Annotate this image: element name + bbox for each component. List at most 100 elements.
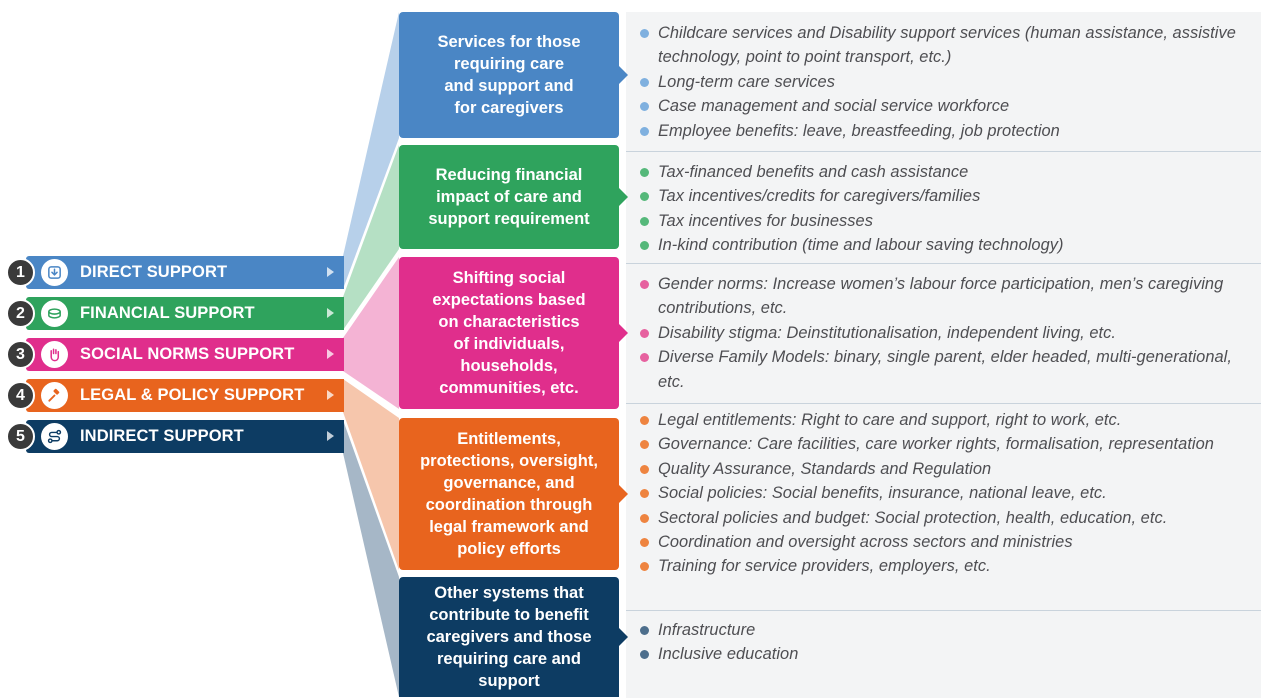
raised-hand-icon bbox=[41, 341, 68, 368]
details-social-norms: Gender norms: Increase women’s labour fo… bbox=[626, 263, 1261, 404]
connector-direct bbox=[343, 12, 399, 289]
arrow-right-icon bbox=[619, 628, 628, 646]
bullet-dot bbox=[640, 353, 649, 363]
pillar-indirect-support[interactable]: 5 INDIRECT SUPPORT bbox=[6, 420, 344, 453]
list-item: Tax-financed benefits and cash assistanc… bbox=[640, 160, 1255, 184]
pillar-label: LEGAL & POLICY SUPPORT bbox=[80, 386, 305, 404]
pillar-label: FINANCIAL SUPPORT bbox=[80, 304, 255, 322]
pillar-social-norms-support[interactable]: 3 SOCIAL NORMS SUPPORT bbox=[6, 338, 344, 371]
pillar-label: DIRECT SUPPORT bbox=[80, 263, 228, 281]
arrow-right-icon bbox=[619, 485, 628, 503]
connector-indirect bbox=[343, 420, 399, 697]
pillar-bar bbox=[26, 379, 344, 412]
pillar-bar bbox=[26, 297, 344, 330]
bullet-dot bbox=[640, 102, 649, 112]
pillar-financial-support[interactable]: 2 FINANCIAL SUPPORT bbox=[6, 297, 344, 330]
list-item: Tax incentives/credits for caregivers/fa… bbox=[640, 184, 1255, 208]
category-title: Services for those requiring care and su… bbox=[437, 33, 581, 117]
details-services: Childcare services and Disability suppor… bbox=[626, 12, 1261, 151]
list-item: Childcare services and Disability suppor… bbox=[640, 21, 1255, 70]
connector-social-norms bbox=[343, 257, 399, 409]
arrow-right-icon bbox=[619, 188, 628, 206]
coins-icon bbox=[41, 300, 68, 327]
list-item: Training for service providers, employer… bbox=[640, 554, 1255, 578]
bullet-dot bbox=[640, 489, 649, 499]
list-item: Inclusive education bbox=[640, 642, 1255, 666]
detail-list: Infrastructure Inclusive education bbox=[640, 618, 1255, 667]
bullet-dot bbox=[640, 77, 649, 87]
arrow-right-icon bbox=[619, 324, 628, 342]
bullet-dot bbox=[640, 241, 649, 251]
list-item: Coordination and oversight across sector… bbox=[640, 530, 1255, 554]
details-indirect: Infrastructure Inclusive education bbox=[626, 610, 1261, 698]
details-legal-policy: Legal entitlements: Right to care and su… bbox=[626, 403, 1261, 611]
details-financial: Tax-financed benefits and cash assistanc… bbox=[626, 151, 1261, 264]
chevron-right-icon bbox=[327, 349, 334, 359]
pillar-number: 2 bbox=[6, 299, 35, 328]
list-item: Employee benefits: leave, breastfeeding,… bbox=[640, 119, 1255, 143]
pillar-legal-policy-support[interactable]: 4 LEGAL & POLICY SUPPORT bbox=[6, 379, 344, 412]
chevron-right-icon bbox=[327, 431, 334, 441]
chevron-right-icon bbox=[327, 390, 334, 400]
bullet-dot bbox=[640, 328, 649, 338]
category-title: Shifting social expectations based on ch… bbox=[432, 269, 586, 397]
list-item: Case management and social service workf… bbox=[640, 94, 1255, 118]
pillar-number: 5 bbox=[6, 422, 35, 451]
bullet-dot bbox=[640, 216, 649, 226]
list-item: Social policies: Social benefits, insura… bbox=[640, 481, 1255, 505]
bullet-dot bbox=[640, 168, 649, 177]
category-title: Reducing financial impact of care and su… bbox=[428, 166, 590, 228]
pillar-label: INDIRECT SUPPORT bbox=[80, 427, 244, 445]
pillar-bar bbox=[26, 338, 344, 371]
route-icon bbox=[41, 423, 68, 450]
pillar-bar bbox=[26, 256, 344, 289]
pillar-number: 3 bbox=[6, 340, 35, 369]
bullet-dot bbox=[640, 192, 649, 202]
category-box-indirect: Other systems that contribute to benefit… bbox=[399, 577, 628, 697]
pillar-direct-support[interactable]: 1 DIRECT SUPPORT bbox=[6, 256, 344, 289]
bullet-dot bbox=[640, 538, 649, 548]
bullet-dot bbox=[640, 416, 649, 425]
pillar-label: SOCIAL NORMS SUPPORT bbox=[80, 345, 295, 363]
bullet-dot bbox=[640, 440, 649, 450]
category-box-financial: Reducing financial impact of care and su… bbox=[399, 145, 628, 249]
bullet-dot bbox=[640, 650, 649, 660]
category-box-services: Services for those requiring care and su… bbox=[399, 12, 628, 138]
list-item: In-kind contribution (time and labour sa… bbox=[640, 233, 1255, 257]
bullet-dot bbox=[640, 626, 649, 635]
category-title: Entitlements, protections, oversight, go… bbox=[420, 430, 598, 558]
category-box-legal-policy: Entitlements, protections, oversight, go… bbox=[399, 418, 628, 570]
list-item: Quality Assurance, Standards and Regulat… bbox=[640, 457, 1255, 481]
bullet-dot bbox=[640, 280, 649, 289]
detail-list: Childcare services and Disability suppor… bbox=[640, 21, 1255, 143]
bullet-dot bbox=[640, 464, 649, 474]
list-item: Infrastructure bbox=[640, 618, 1255, 642]
list-item: Diverse Family Models: binary, single pa… bbox=[640, 345, 1255, 394]
hand-down-icon bbox=[41, 259, 68, 286]
list-item: Disability stigma: Deinstitutionalisatio… bbox=[640, 321, 1255, 345]
connector-legal-policy bbox=[343, 379, 399, 570]
connector-financial bbox=[343, 145, 399, 330]
chevron-right-icon bbox=[327, 308, 334, 318]
list-item: Sectoral policies and budget: Social pro… bbox=[640, 506, 1255, 530]
bullet-dot bbox=[640, 29, 649, 38]
pillar-bar bbox=[26, 420, 344, 453]
bullet-dot bbox=[640, 513, 649, 523]
chevron-right-icon bbox=[327, 267, 334, 277]
category-box-social-norms: Shifting social expectations based on ch… bbox=[399, 257, 628, 409]
list-item: Governance: Care facilities, care worker… bbox=[640, 432, 1255, 456]
arrow-right-icon bbox=[619, 66, 628, 84]
list-item: Long-term care services bbox=[640, 70, 1255, 94]
list-item: Tax incentives for businesses bbox=[640, 209, 1255, 233]
gavel-icon bbox=[41, 382, 68, 409]
list-item: Gender norms: Increase women’s labour fo… bbox=[640, 272, 1255, 321]
category-title: Other systems that contribute to benefit… bbox=[426, 584, 592, 690]
bullet-dot bbox=[640, 126, 649, 136]
list-item: Legal entitlements: Right to care and su… bbox=[640, 408, 1255, 432]
detail-list: Tax-financed benefits and cash assistanc… bbox=[640, 160, 1255, 258]
pillar-number: 1 bbox=[6, 258, 35, 287]
pillar-number: 4 bbox=[6, 381, 35, 410]
detail-list: Legal entitlements: Right to care and su… bbox=[640, 408, 1255, 579]
detail-list: Gender norms: Increase women’s labour fo… bbox=[640, 272, 1255, 394]
